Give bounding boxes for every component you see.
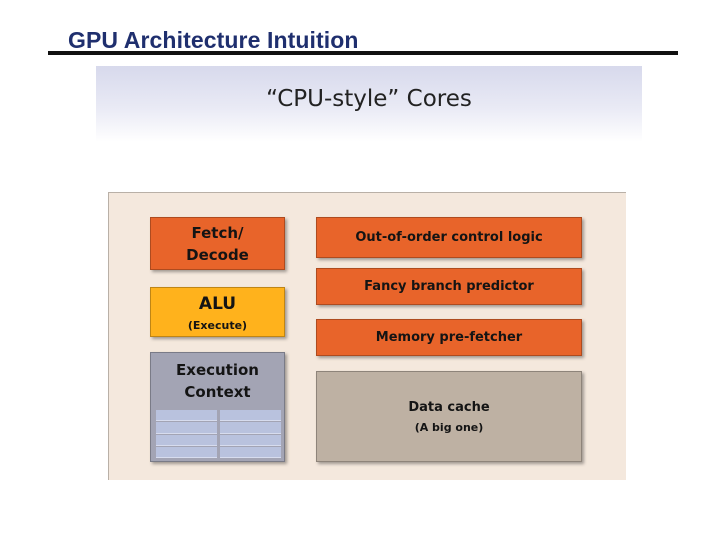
title-underline	[48, 51, 678, 55]
data-cache-sublabel: (A big one)	[414, 421, 484, 434]
data-cache-block: Data cache (A big one)	[316, 371, 582, 462]
slide-title: GPU Architecture Intuition	[68, 27, 359, 53]
execution-context-line2: Context	[184, 383, 251, 401]
branch-predictor-block: Fancy branch predictor	[316, 268, 582, 305]
memory-prefetcher-label: Memory pre-fetcher	[375, 329, 523, 345]
branch-predictor-label: Fancy branch predictor	[364, 278, 534, 294]
out-of-order-control-block: Out-of-order control logic	[316, 217, 582, 258]
register-column	[156, 410, 217, 458]
alu-label: ALU	[198, 293, 237, 314]
out-of-order-label: Out-of-order control logic	[355, 229, 543, 245]
alu-sublabel: (Execute)	[187, 318, 248, 332]
register-file-graphic	[156, 410, 281, 458]
subtitle-text: “CPU-style” Cores	[266, 86, 472, 112]
fetch-decode-line1: Fetch/	[191, 223, 244, 242]
register-column	[220, 410, 281, 458]
memory-prefetcher-block: Memory pre-fetcher	[316, 319, 582, 356]
alu-block: ALU (Execute)	[150, 287, 285, 337]
fetch-decode-line2: Decode	[186, 245, 249, 264]
data-cache-label: Data cache	[408, 400, 490, 415]
fetch-decode-block: Fetch/ Decode	[150, 217, 285, 270]
execution-context-block: Execution Context	[150, 352, 285, 462]
execution-context-line1: Execution	[176, 361, 259, 379]
subtitle-banner: “CPU-style” Cores	[96, 66, 642, 142]
cpu-core-diagram: Fetch/ Decode ALU (Execute) Execution Co…	[108, 192, 626, 480]
